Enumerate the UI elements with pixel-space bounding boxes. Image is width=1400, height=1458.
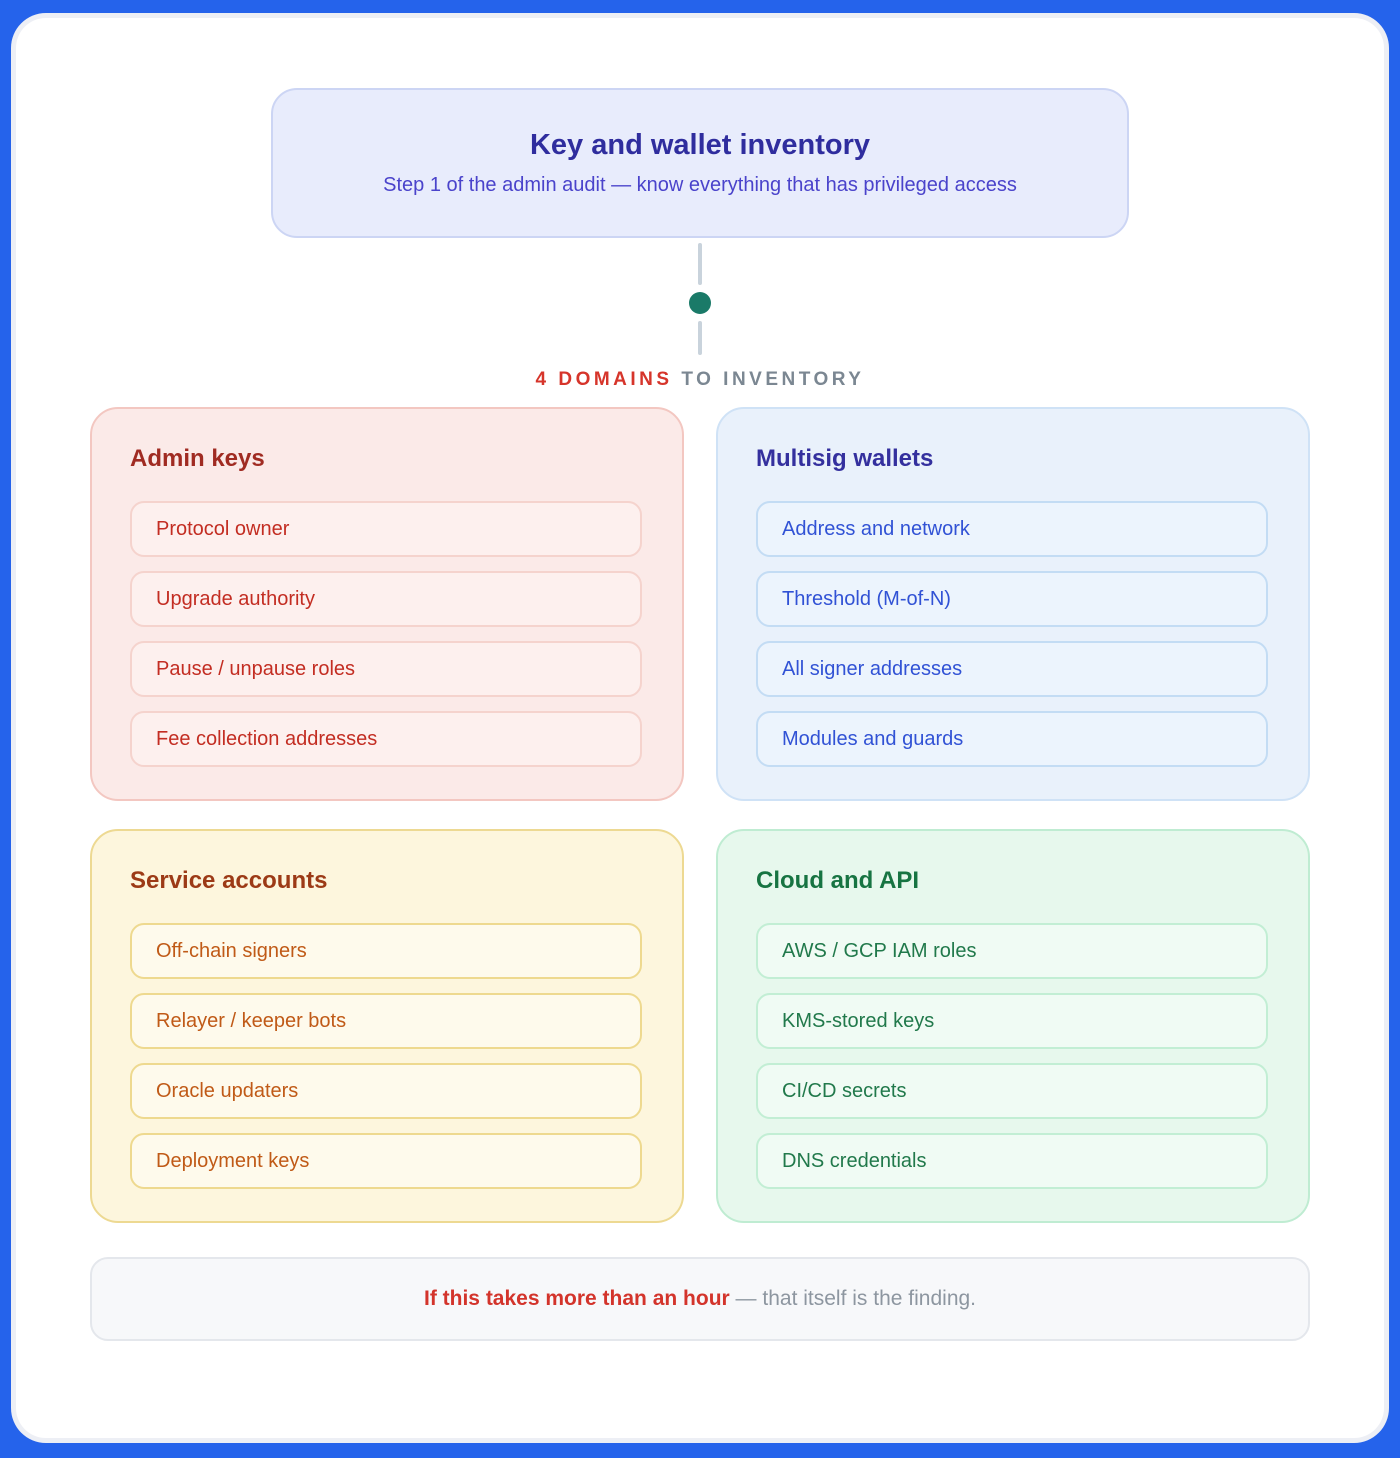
list-item: KMS-stored keys	[756, 993, 1268, 1049]
connector: 4 DOMAINS TO INVENTORY	[16, 243, 1384, 391]
card-cloud-and-api: Cloud and API AWS / GCP IAM roles KMS-st…	[716, 829, 1310, 1223]
connector-line-top	[698, 243, 702, 285]
card-service-accounts: Service accounts Off-chain signers Relay…	[90, 829, 684, 1223]
footer-note: If this takes more than an hour — that i…	[90, 1257, 1310, 1341]
page-title: Key and wallet inventory	[529, 129, 871, 161]
list-item: Protocol owner	[130, 501, 642, 557]
footer-rest-text: — that itself is the finding.	[729, 1287, 977, 1310]
connector-dot	[689, 292, 711, 314]
page-subtitle: Step 1 of the admin audit — know everyth…	[383, 174, 1017, 196]
list-item: Threshold (M-of-N)	[756, 571, 1268, 627]
list-item: Oracle updaters	[130, 1063, 642, 1119]
card-title-cloud-and-api: Cloud and API	[756, 867, 920, 894]
card-admin-keys: Admin keys Protocol owner Upgrade author…	[90, 407, 684, 801]
card-title-service-accounts: Service accounts	[130, 867, 328, 894]
domains-count-text: 4 DOMAINS	[535, 369, 673, 390]
card-title-admin-keys: Admin keys	[130, 445, 265, 472]
list-item: Off-chain signers	[130, 923, 642, 979]
list-item: All signer addresses	[756, 641, 1268, 697]
content-card: Key and wallet inventory Step 1 of the a…	[16, 18, 1384, 1438]
list-item: Pause / unpause roles	[130, 641, 642, 697]
domains-label: 4 DOMAINS TO INVENTORY	[536, 369, 865, 391]
list-item: DNS credentials	[756, 1133, 1268, 1189]
footer-highlight-text: If this takes more than an hour	[423, 1287, 730, 1310]
connector-line-bottom	[698, 321, 702, 355]
list-item: CI/CD secrets	[756, 1063, 1268, 1119]
card-multisig-wallets: Multisig wallets Address and network Thr…	[716, 407, 1310, 801]
list-item: Modules and guards	[756, 711, 1268, 767]
list-item: Relayer / keeper bots	[130, 993, 642, 1049]
list-item: AWS / GCP IAM roles	[756, 923, 1268, 979]
header-box: Key and wallet inventory Step 1 of the a…	[271, 88, 1129, 238]
card-title-multisig-wallets: Multisig wallets	[756, 445, 934, 472]
domains-grid: Admin keys Protocol owner Upgrade author…	[90, 407, 1310, 1223]
list-item: Deployment keys	[130, 1133, 642, 1189]
domains-rest-text: TO INVENTORY	[672, 369, 865, 390]
list-item: Fee collection addresses	[130, 711, 642, 767]
list-item: Address and network	[756, 501, 1268, 557]
list-item: Upgrade authority	[130, 571, 642, 627]
